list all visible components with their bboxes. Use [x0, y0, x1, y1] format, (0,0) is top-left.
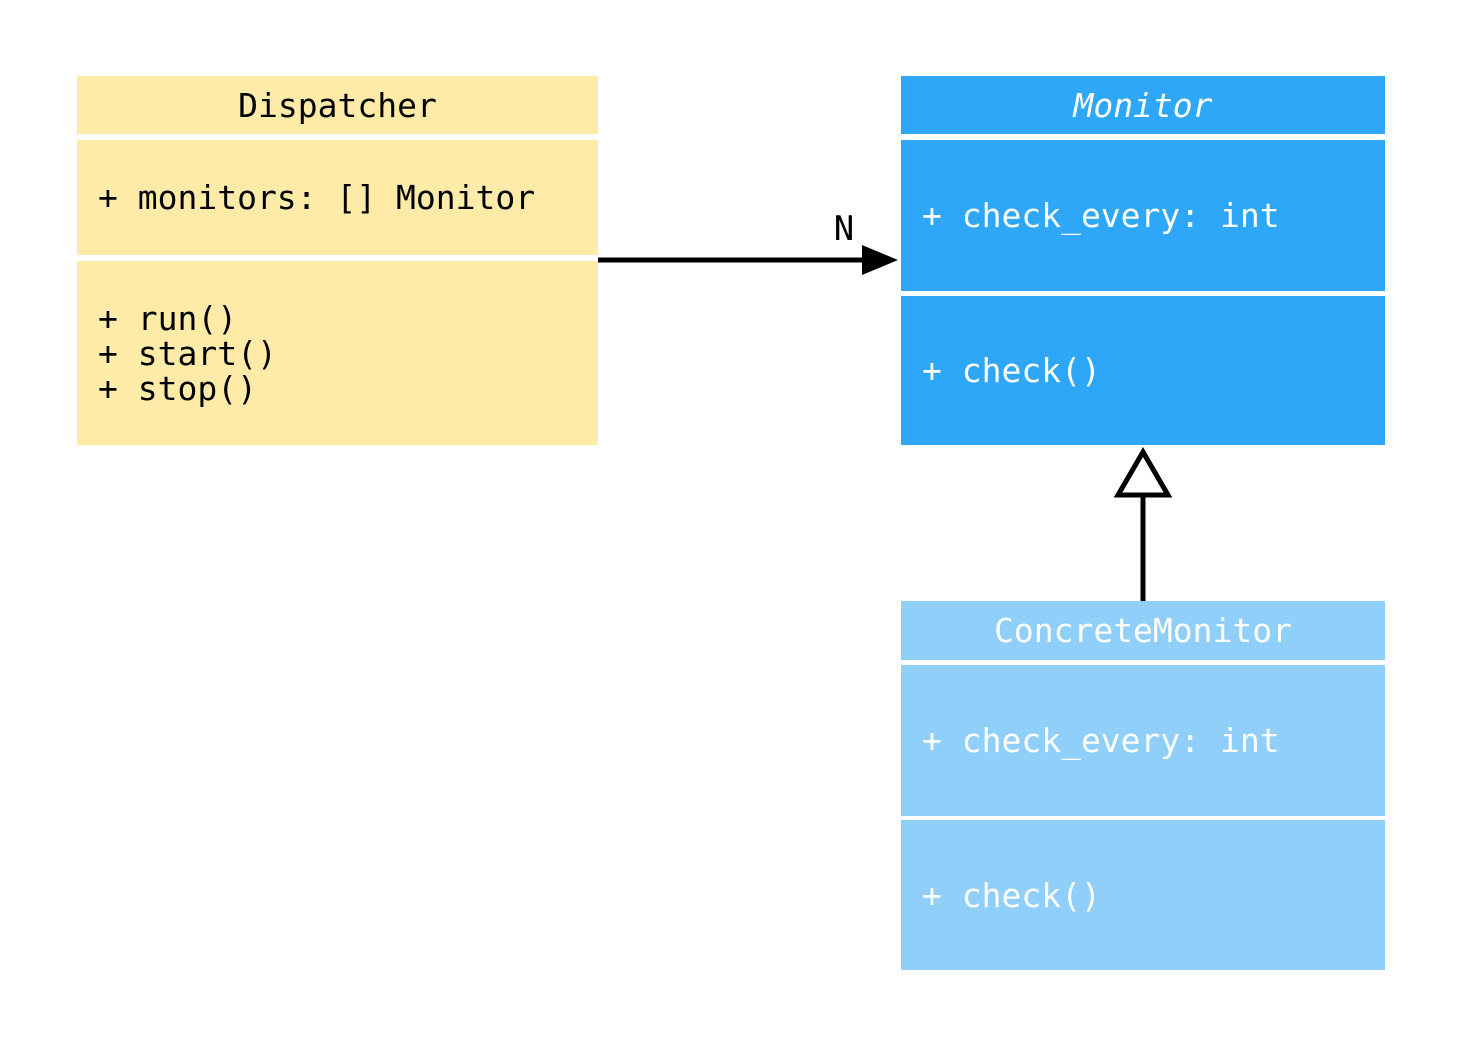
- hollow-triangle-arrowhead-icon: [1113, 447, 1173, 498]
- class-node-monitor[interactable]: Monitor + check_every: int + check(): [901, 76, 1385, 445]
- attributes-section: + check_every: int: [901, 140, 1385, 291]
- class-title: ConcreteMonitor: [901, 601, 1385, 660]
- class-title: Monitor: [901, 76, 1385, 134]
- method-row: + stop(): [98, 368, 257, 408]
- attribute-row: + check_every: int: [922, 196, 1280, 235]
- inheritance-arrow: [1113, 447, 1173, 601]
- class-node-concrete-monitor[interactable]: ConcreteMonitor + check_every: int + che…: [901, 601, 1385, 970]
- attributes-section: + monitors: [] Monitor: [77, 140, 598, 255]
- method-row: + check(): [922, 351, 1101, 390]
- methods-section: + run() + start() + stop(): [77, 261, 598, 445]
- methods-section: + check(): [901, 820, 1385, 970]
- attribute-row: + check_every: int: [922, 721, 1280, 760]
- method-row: + run(): [98, 298, 238, 338]
- filled-arrowhead-icon: [862, 245, 898, 275]
- class-title: Dispatcher: [77, 76, 598, 134]
- method-row: + start(): [98, 333, 277, 373]
- attribute-row: + monitors: [] Monitor: [98, 178, 536, 217]
- attributes-section: + check_every: int: [901, 665, 1385, 816]
- multiplicity-label: N: [833, 209, 855, 249]
- class-node-dispatcher[interactable]: Dispatcher + monitors: [] Monitor + run(…: [77, 76, 598, 445]
- method-row: + check(): [922, 875, 1101, 915]
- association-arrow: [598, 245, 898, 275]
- methods-section: + check(): [901, 296, 1385, 445]
